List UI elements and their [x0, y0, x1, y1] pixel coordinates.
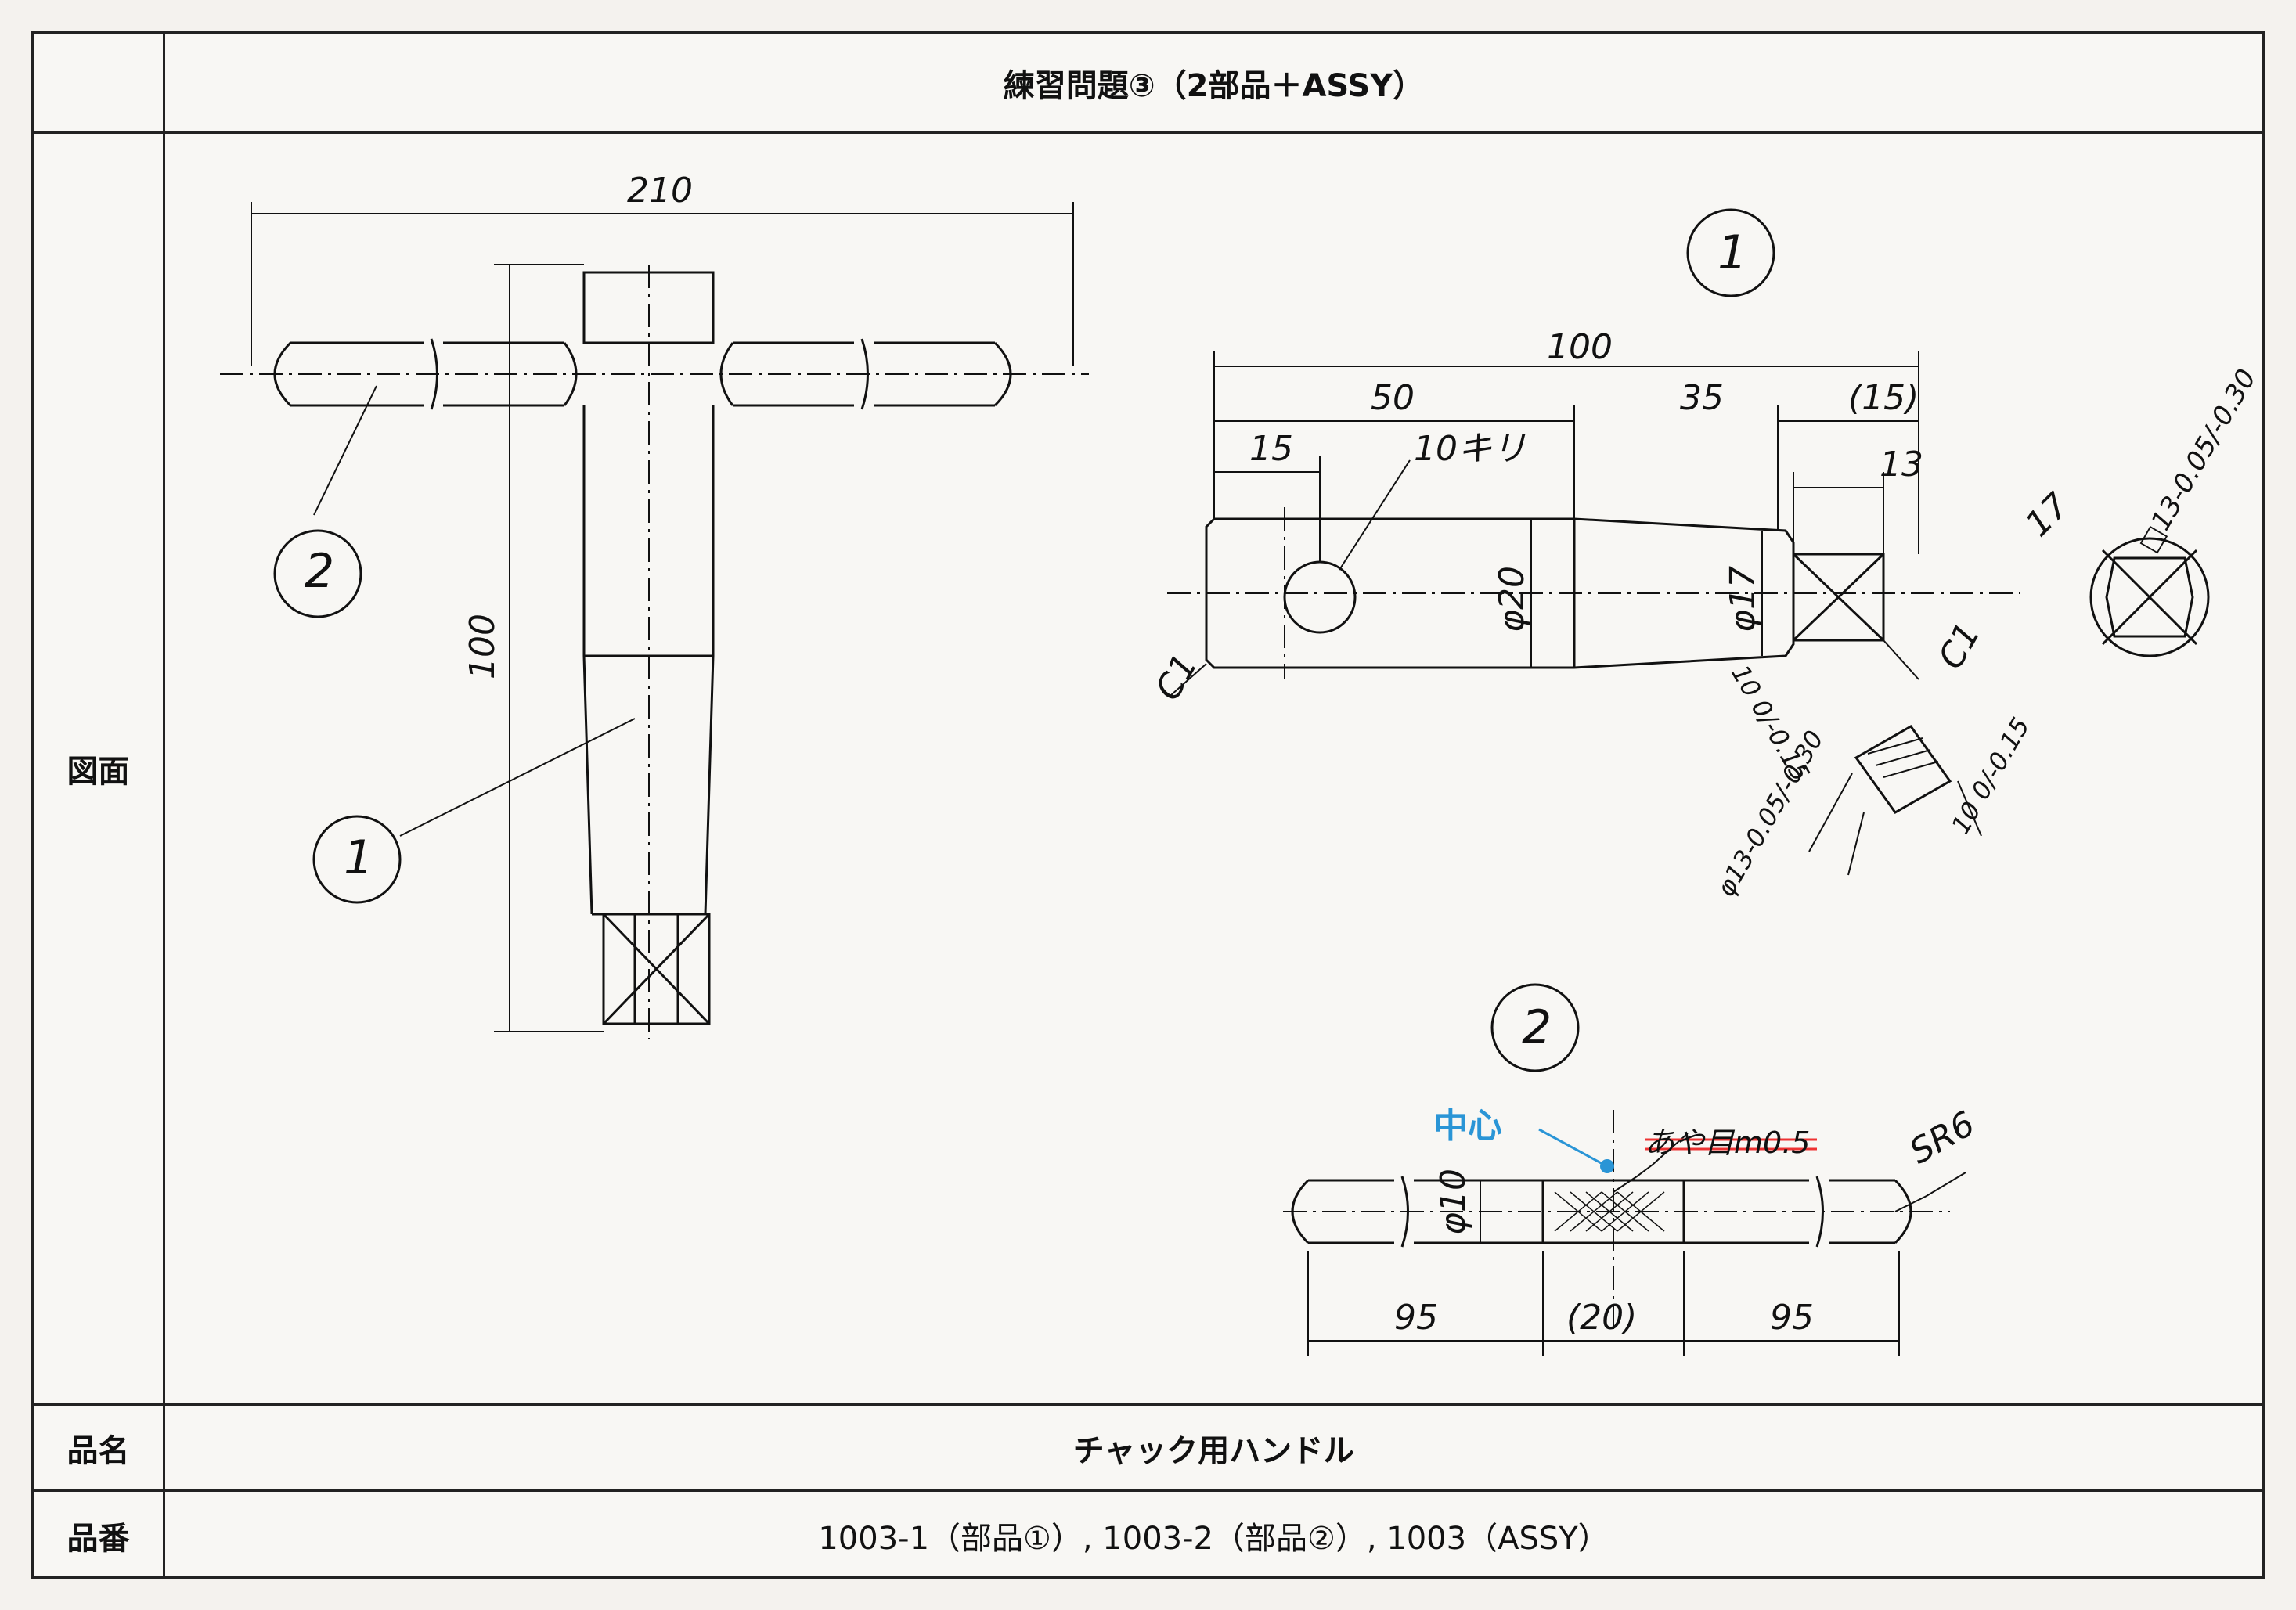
dim-p2-radius: SR6 — [1903, 1104, 1981, 1172]
dim-p1-hole: 10キリ — [1414, 429, 1526, 469]
dim-assy-width: 210 — [627, 171, 693, 211]
dim-assy-height: 100 — [463, 614, 503, 679]
part1-view — [1170, 351, 2210, 876]
sheet-title: 練習問題③（2部品＋ASSY） — [1003, 67, 1425, 104]
dim-p1-c1-left: C1 — [1148, 647, 1206, 707]
drawing-row-divider — [34, 1403, 2262, 1406]
part-number-value: 1003-1（部品①）, 1003-2（部品②）, 1003（ASSY） — [818, 1520, 1609, 1557]
dim-p2-mid: (20) — [1566, 1298, 1637, 1338]
balloon-2-part: 2 — [1522, 1000, 1552, 1055]
knurl-strike — [1645, 1138, 1817, 1151]
dim-p1-tol-b: 10 0/-0.15 — [1945, 712, 2035, 839]
center-annotation — [1538, 1128, 1614, 1173]
dim-p1-50: 50 — [1371, 378, 1415, 418]
dim-p1-15ref: (15) — [1848, 378, 1919, 418]
drawing-label: 図面 — [67, 754, 130, 790]
dim-p2-dia: φ10 — [1433, 1169, 1473, 1235]
part-name-value: チャック用ハンドル — [1072, 1432, 1355, 1469]
dim-p1-100: 100 — [1547, 327, 1613, 367]
balloon-2-assy: 2 — [305, 544, 334, 599]
dim-p1-13: 13 — [1880, 445, 1923, 484]
dim-p1-c1-right: C1 — [1930, 616, 1988, 675]
dim-p1-sq: □13-0.05/-0.30 — [2132, 364, 2262, 558]
knurl-note: あや目m0.5 — [1645, 1126, 1810, 1160]
part-number-label: 品番 — [67, 1520, 130, 1557]
balloon-1-part: 1 — [1717, 225, 1747, 280]
dim-p1-35: 35 — [1680, 378, 1724, 418]
technical-drawing: 210 100 2 1 1 2 100 50 35 (15) 15 10キリ 1… — [220, 171, 2262, 1356]
part-name-label: 品名 — [67, 1432, 130, 1469]
dim-p1-across-flats: 17 — [2018, 485, 2078, 545]
assy-view — [251, 202, 1074, 1032]
center-note: 中心 — [1433, 1106, 1502, 1146]
dim-p2-right: 95 — [1770, 1298, 1814, 1338]
dim-p1-dia17: φ17 — [1723, 566, 1763, 632]
part-name-row-divider — [34, 1489, 2262, 1492]
balloon-1-assy: 1 — [344, 830, 373, 885]
label-column-divider — [163, 34, 165, 1576]
title-row-divider — [34, 131, 2262, 134]
dim-p1-15: 15 — [1249, 429, 1293, 469]
part2-view — [1291, 1133, 1966, 1356]
drawing-sheet: 練習問題③（2部品＋ASSY） 図面 品名 チャック用ハンドル 品番 1003-… — [31, 31, 2265, 1579]
dim-p2-left: 95 — [1394, 1298, 1438, 1338]
dim-p1-dia20: φ20 — [1492, 566, 1532, 632]
